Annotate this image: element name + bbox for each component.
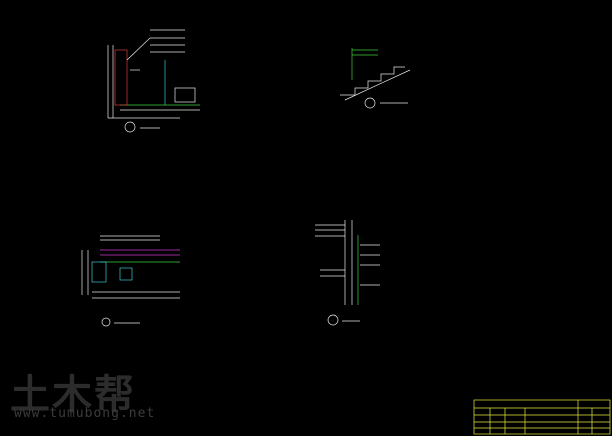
detail-bottom-right xyxy=(315,220,380,326)
detail-bottom-left xyxy=(81,235,180,327)
title-block xyxy=(473,399,611,435)
watermark-logo: 土木帮 xyxy=(10,372,136,418)
watermark-url: www.tumubong.net xyxy=(14,406,156,421)
detail-top-left xyxy=(107,29,200,133)
detail-top-right xyxy=(340,48,411,109)
